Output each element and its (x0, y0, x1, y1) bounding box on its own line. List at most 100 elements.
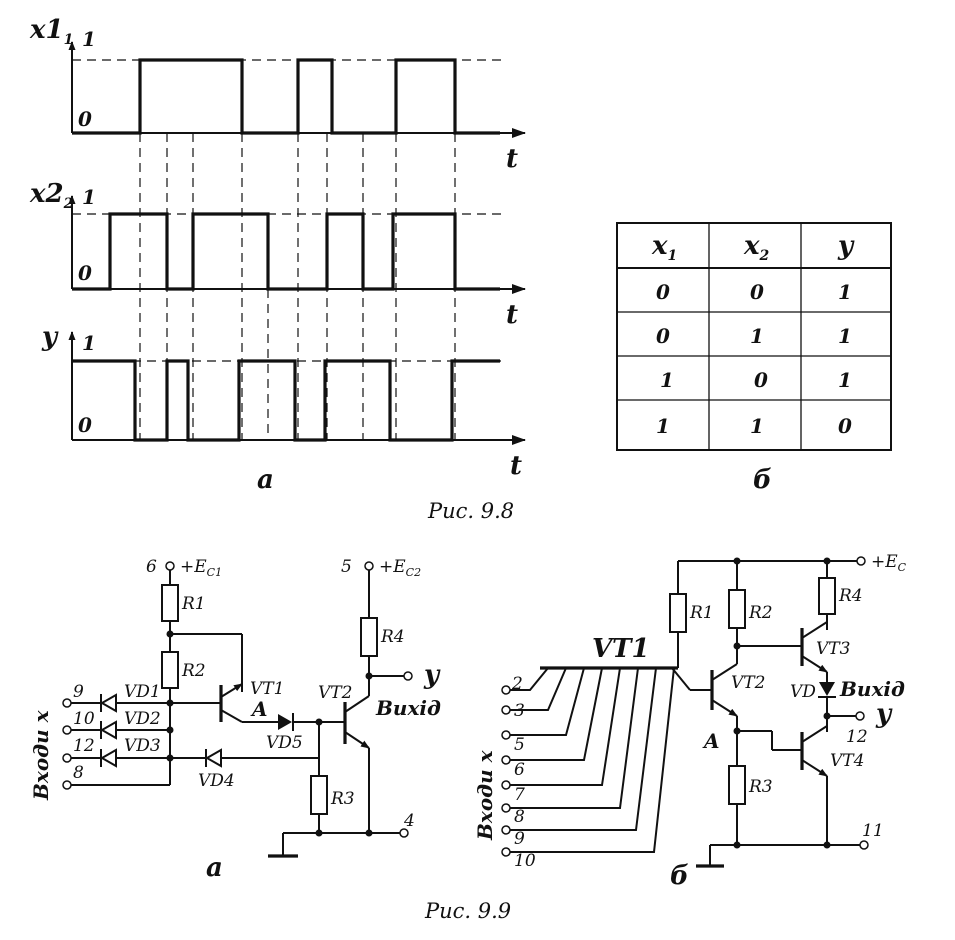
r2-label: R2 (181, 661, 206, 681)
table-cell: 1 (838, 280, 852, 304)
input-terminal[interactable] (501, 755, 511, 765)
r3-resistor-b (728, 765, 746, 805)
r4-resistor-b (818, 577, 836, 615)
pin12-label: 12 (846, 727, 868, 747)
x2-zero-label: 0 (78, 261, 92, 285)
vt4-label: VT4 (830, 751, 864, 771)
x1-one-label: 1 (82, 27, 96, 51)
input-terminal[interactable] (62, 753, 72, 763)
r4-resistor (360, 617, 378, 657)
pin6-label: 6 (146, 557, 157, 577)
input-pin: 6 (514, 760, 525, 780)
vd2-diode (99, 720, 117, 740)
output-label-a: Вихід (375, 696, 441, 720)
fig98-part-a-label: а (257, 465, 274, 495)
table-cell: 1 (838, 324, 852, 348)
input-pin: 9 (73, 682, 84, 702)
x2-waveform (72, 212, 500, 291)
input-pin: 9 (514, 829, 525, 849)
output-y-a: y (423, 660, 441, 690)
input-terminal[interactable] (62, 725, 72, 735)
vd-label-b: VD (790, 682, 816, 702)
vd5-label: VD5 (266, 733, 303, 753)
node-a-label-a: A (250, 697, 268, 721)
vt1-label-b: VT1 (592, 634, 650, 664)
vt3-label: VT3 (816, 639, 850, 659)
table-cell: 0 (656, 280, 670, 304)
x1-t-label: t (506, 144, 518, 174)
table-border (616, 222, 892, 451)
input-pin: 2 (511, 674, 523, 694)
input-terminal[interactable] (62, 698, 72, 708)
pin5-terminal (364, 561, 374, 571)
r1-label: R1 (181, 594, 206, 614)
output-label-b: Вихід (839, 677, 905, 701)
vd2-label: VD2 (124, 709, 161, 729)
input-terminal[interactable] (501, 847, 511, 857)
r1-resistor (161, 584, 179, 622)
fig99-part-b-label: б (670, 861, 689, 891)
output-terminal-b[interactable] (855, 711, 865, 721)
vd1-label: VD1 (124, 682, 161, 702)
output-terminal-a[interactable] (403, 671, 413, 681)
inputs-a: 9 VD1 10 VD2 12 VD3 8 (62, 682, 171, 790)
input-pin: 10 (514, 851, 536, 871)
r2-label-b: R2 (748, 603, 773, 623)
y-label: y (41, 322, 59, 352)
ec-terminal (856, 556, 866, 566)
ec-label: +EC (871, 552, 907, 574)
input-terminal[interactable] (501, 803, 511, 813)
timing-y: y 1 0 t (41, 322, 526, 481)
y-waveform (72, 359, 500, 442)
r4-label: R4 (380, 627, 405, 647)
vt1-label: VT1 (250, 679, 284, 699)
pin4-terminal (399, 828, 409, 838)
x1-waveform (72, 58, 500, 135)
timing-diagram: x11 1 0 t x22 1 0 t y 1 0 t (29, 15, 526, 495)
r1-resistor-b (669, 593, 687, 633)
truth-table: x1 x2 y 0 0 1 0 1 1 1 0 1 1 1 0 б (616, 222, 892, 495)
table-cell: 1 (838, 368, 852, 392)
table-cell: 0 (750, 280, 764, 304)
table-cell: 1 (750, 414, 764, 438)
fig98-part-b-label: б (753, 465, 772, 495)
table-header-y: y (837, 231, 855, 261)
vd1-diode (99, 693, 117, 713)
input-terminal[interactable] (501, 780, 511, 790)
ec2-label: +EC2 (379, 557, 421, 579)
pin11-terminal (859, 840, 869, 850)
vd4-diode (204, 748, 222, 768)
y-t-label: t (510, 451, 522, 481)
circuit-a: 6 +EC1 R1 R2 VT1 A VD5 9 (29, 557, 441, 883)
table-header-x2: x2 (743, 231, 770, 264)
r4-label-b: R4 (838, 586, 863, 606)
y-one-label: 1 (82, 331, 96, 355)
vt1-emitters: 2 3 5 6 7 8 9 10 (501, 667, 675, 871)
x2-t-label: t (506, 300, 518, 330)
pin5-label: 5 (341, 557, 352, 577)
inputs-title-b: Входи x (473, 749, 497, 841)
table-cell: 1 (656, 414, 670, 438)
pin11-label: 11 (862, 821, 884, 841)
r1-label-b: R1 (689, 603, 714, 623)
fig99-part-a-label: а (206, 853, 223, 883)
input-terminal[interactable] (501, 705, 511, 715)
input-pin: 8 (73, 763, 84, 783)
input-terminal[interactable] (501, 685, 511, 695)
r2-resistor (161, 651, 179, 689)
circuit-b: +EC R1 VT1 (473, 552, 907, 891)
input-terminal[interactable] (501, 825, 511, 835)
x2-one-label: 1 (82, 185, 96, 209)
r3-resistor (310, 775, 328, 815)
input-terminal[interactable] (62, 780, 72, 790)
y-zero-label: 0 (78, 413, 92, 437)
input-pin: 7 (514, 785, 525, 805)
vd3-diode (99, 748, 117, 768)
input-pin: 8 (514, 807, 525, 827)
pin6-terminal (165, 561, 175, 571)
fig98-caption: Рис. 9.8 (427, 499, 514, 523)
output-y-b: y (875, 699, 893, 729)
pin4-label: 4 (403, 811, 415, 831)
input-terminal[interactable] (501, 730, 511, 740)
